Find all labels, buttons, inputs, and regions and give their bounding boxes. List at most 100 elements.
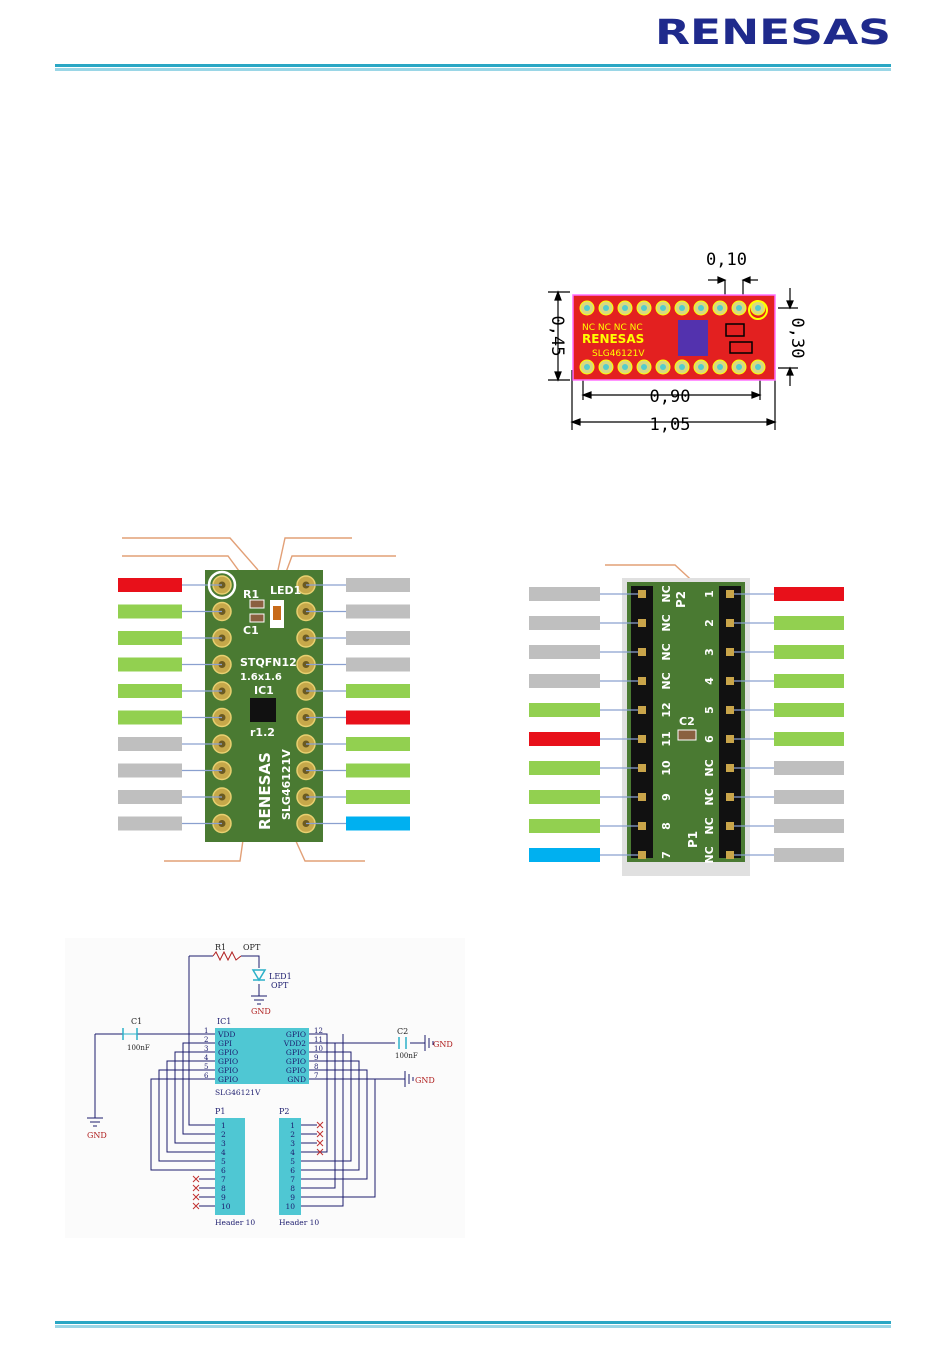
bottom-left-bar xyxy=(529,616,600,630)
bottom-right-bar xyxy=(774,819,844,833)
ic-right-pin-num: 7 xyxy=(314,1072,318,1080)
top-left-bar xyxy=(118,657,182,672)
bottom-right-pin-label: NC xyxy=(703,788,716,805)
sch-gnd-led: GND xyxy=(251,1007,271,1016)
board-part: SLG46121V xyxy=(592,349,645,359)
pcb-pad-hole xyxy=(660,364,666,370)
r1-symbol xyxy=(212,950,242,962)
bottom-pin xyxy=(726,677,734,685)
bottom-pin xyxy=(726,648,734,656)
top-right-bars xyxy=(306,578,410,831)
silk-r1-part xyxy=(249,599,265,609)
pcb-pad-hole xyxy=(698,364,704,370)
pcb-pad-hole xyxy=(755,305,761,311)
bottom-pin xyxy=(726,851,734,859)
p1-nc-mark xyxy=(192,1202,200,1210)
bottom-right-bar xyxy=(774,732,844,746)
ic-right-pin-num: 11 xyxy=(314,1036,323,1044)
bottom-right-pin-label: 3 xyxy=(703,648,716,656)
ic-left-pin-num: 5 xyxy=(204,1063,208,1071)
silk-c1: C1 xyxy=(243,624,259,637)
footer-rule xyxy=(55,1321,891,1328)
bottom-right-pin-label: NC xyxy=(703,817,716,834)
bottom-pin xyxy=(638,590,646,598)
pcb-pad-hole xyxy=(717,305,723,311)
bottom-right-bar xyxy=(774,761,844,775)
p2-nc-mark xyxy=(316,1121,324,1129)
bottom-pads xyxy=(631,586,741,859)
p1-nc-mark xyxy=(192,1175,200,1183)
bottom-left-bar xyxy=(529,848,600,862)
p1-pin-num: 6 xyxy=(221,1166,226,1175)
silk-part: SLG46121V xyxy=(280,749,293,820)
top-right-bar xyxy=(346,684,410,698)
bottom-left-pin-label: 9 xyxy=(660,793,673,801)
bottom-left-bars xyxy=(529,587,638,862)
bottom-left-pin-label: 7 xyxy=(660,851,673,859)
ic-left-pin-num: 6 xyxy=(204,1072,209,1080)
top-pin1-ring xyxy=(207,570,237,600)
bottom-left-pin-label: NC xyxy=(660,585,673,602)
ic-left-pin-num: 4 xyxy=(204,1054,209,1062)
bottom-right-pin-label: NC xyxy=(703,846,716,863)
p2-pin-num: 6 xyxy=(290,1166,295,1175)
pcb-pad-hole xyxy=(717,364,723,370)
bottom-right-bar xyxy=(774,674,844,688)
silk-p2: P2 xyxy=(674,591,688,608)
top-left-bar xyxy=(118,710,182,725)
top-left-bar xyxy=(118,790,182,804)
p1-nc-mark xyxy=(192,1193,200,1201)
bottom-c2-part xyxy=(677,729,697,741)
p2-nc-mark xyxy=(316,1130,324,1138)
bottom-pin xyxy=(726,735,734,743)
pcb-pad-hole xyxy=(584,364,590,370)
p2-pin-num: 2 xyxy=(290,1130,295,1139)
top-right-bar xyxy=(346,816,410,831)
p1-pin-num: 9 xyxy=(221,1193,226,1202)
silk-c1-part xyxy=(249,613,265,623)
bottom-pin xyxy=(638,619,646,627)
pcb-pad-hole xyxy=(603,305,609,311)
bottom-pin xyxy=(638,851,646,859)
bottom-right-bar xyxy=(774,616,844,630)
bottom-pin xyxy=(638,648,646,656)
dim-outer-width: 1,05 xyxy=(650,415,691,435)
ic-right-pin-num: 8 xyxy=(314,1063,318,1071)
p1-nc-mark xyxy=(192,1184,200,1192)
bottom-right-pin-label: 2 xyxy=(703,619,716,627)
p1-pin-num: 5 xyxy=(221,1157,226,1166)
header-p2 xyxy=(279,1118,301,1215)
sch-p1: P1 xyxy=(215,1107,225,1116)
p2-pin-num: 5 xyxy=(290,1157,295,1166)
bottom-left-bar xyxy=(529,645,600,659)
led-symbol xyxy=(251,969,267,982)
p1-pin-num: 4 xyxy=(221,1148,226,1157)
top-left-bar xyxy=(118,578,182,592)
silk-size: 1.6x1.6 xyxy=(240,672,282,683)
bottom-left-bar xyxy=(529,790,600,804)
top-right-bar xyxy=(346,763,410,778)
sch-gnd-c2: GND xyxy=(433,1040,453,1049)
silk-package: STQFN12 xyxy=(240,656,297,669)
bottom-left-bar xyxy=(529,819,600,833)
top-view-figure: R1 C1 LED1 STQFN12 1.6x1.6 IC1 r1.2 RENE… xyxy=(118,537,410,862)
bottom-left-bar xyxy=(529,761,600,775)
bottom-right-pin-label: 6 xyxy=(703,735,716,743)
sch-c2: C2 xyxy=(397,1027,408,1036)
bottom-left-pin-label: 11 xyxy=(660,731,673,746)
top-left-bars xyxy=(118,578,222,831)
schematic-background xyxy=(65,938,465,1238)
ic-left-pin-name: GPIO xyxy=(218,1066,238,1075)
sch-p2-part: Header 10 xyxy=(279,1218,319,1227)
silk-led-part xyxy=(273,606,281,620)
board-dimension-figure: 0,10 0,45 0,30 0,90 1,05 NC NC NC NC REN… xyxy=(547,250,807,435)
silk-c2: C2 xyxy=(679,715,695,728)
pcb-pad-hole xyxy=(755,364,761,370)
ic-right-pin-num: 10 xyxy=(314,1045,323,1053)
board-chip-traces xyxy=(678,320,708,356)
bottom-right-pin-label: 4 xyxy=(703,677,716,685)
bottom-right-bars xyxy=(734,587,844,862)
top-right-bar xyxy=(346,657,410,672)
